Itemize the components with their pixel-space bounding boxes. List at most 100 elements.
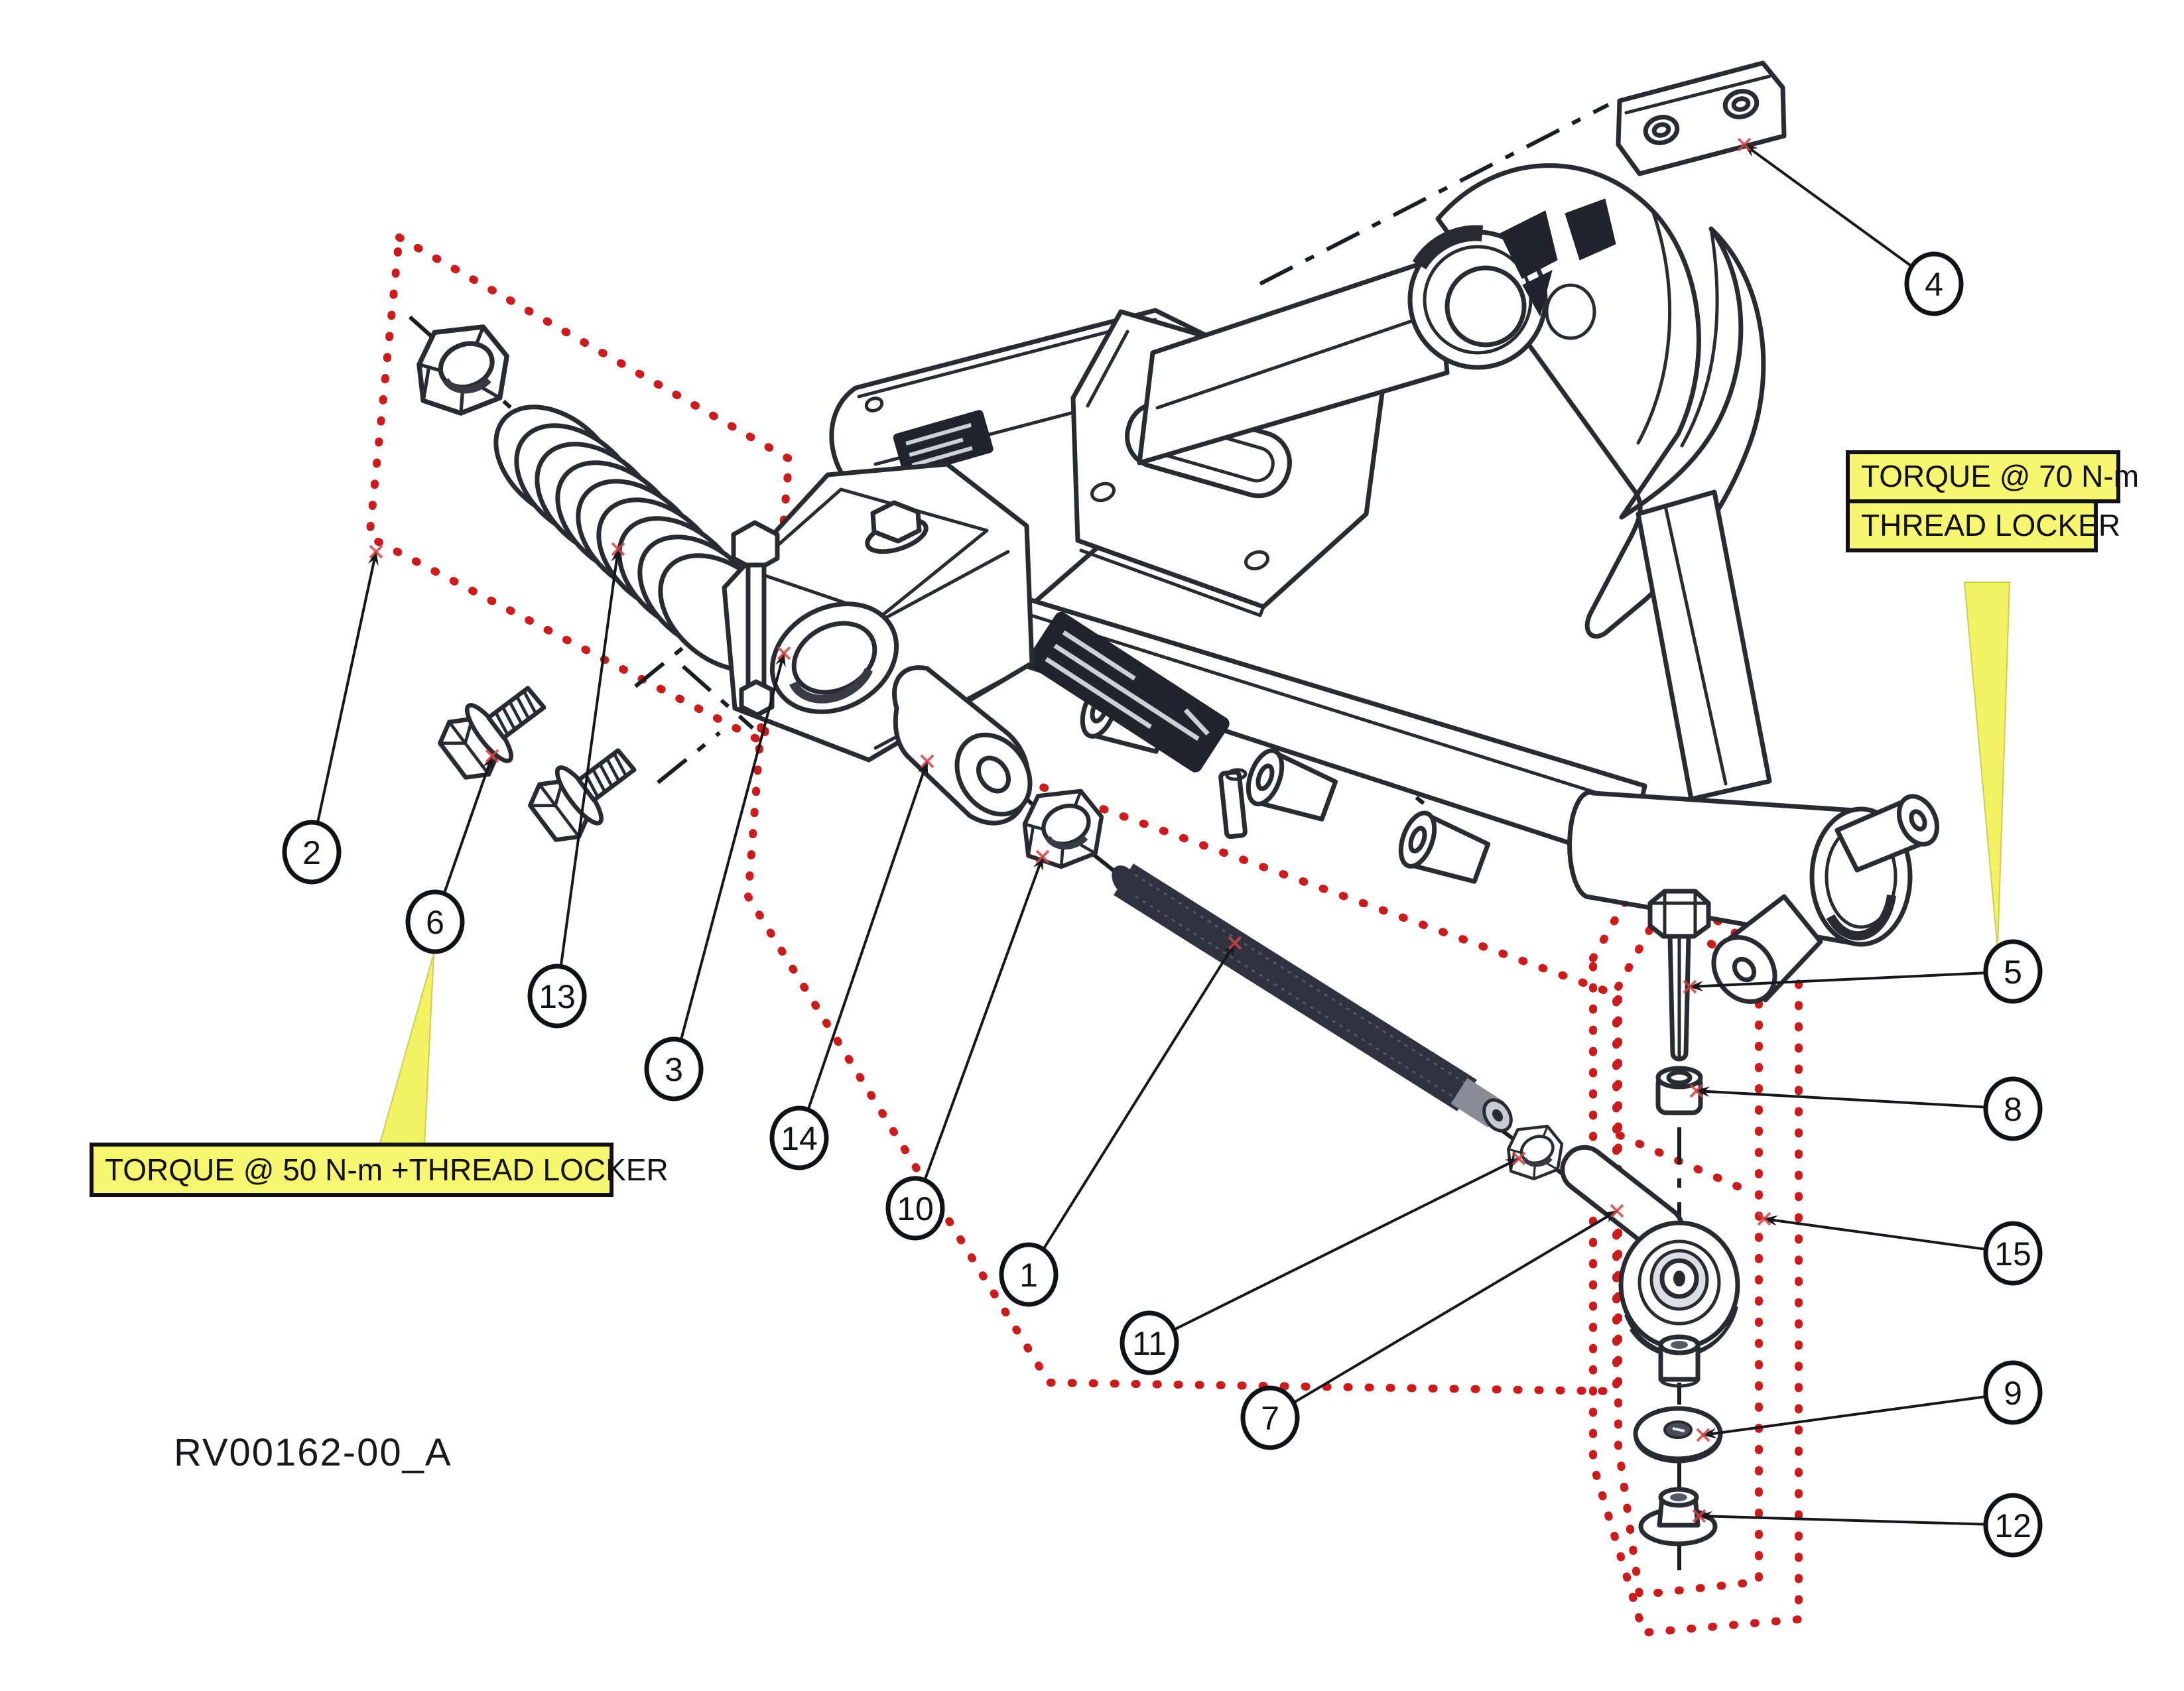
- callout-13: 13: [527, 964, 587, 1029]
- long-bolt: [1647, 889, 1711, 1062]
- torque-70-box-line2: [1846, 499, 2098, 552]
- torque50-leader-wedge: [378, 953, 434, 1146]
- callout-8: 8: [1983, 1076, 2043, 1141]
- callout-2: 2: [282, 820, 342, 885]
- coil-spring: [493, 405, 785, 672]
- callout-3: 3: [644, 1036, 704, 1101]
- callout-circle-10: [885, 1176, 945, 1241]
- drawing-number: RV00162-00_A: [174, 1431, 452, 1474]
- spacer: [1658, 1334, 1701, 1388]
- threaded-rod: [1112, 863, 1513, 1133]
- callout-circle-14: [769, 1105, 829, 1170]
- callout-15: 15: [1983, 1221, 2043, 1286]
- leader-line-13: [559, 548, 622, 967]
- exploded-parts: [419, 327, 1740, 1546]
- callout-12: 12: [1983, 1493, 2043, 1558]
- callout-number-9: 9: [2004, 1375, 2022, 1412]
- callout-number-12: 12: [1994, 1507, 2031, 1544]
- leader-target-mark-5: [1683, 979, 1697, 994]
- region-damper-group: [365, 233, 793, 747]
- leader-line-8: [1695, 1086, 1986, 1109]
- leader-target-mark-12: [1692, 1509, 1706, 1523]
- callout-number-11: 11: [1132, 1325, 1167, 1362]
- leader-target-mark-3: [777, 646, 791, 660]
- torque70-leader-wedge: [1963, 582, 2011, 950]
- leader-target-mark-13: [611, 542, 625, 556]
- hex-nut-mid: [1025, 791, 1102, 867]
- leader-line-12: [1698, 1511, 1986, 1526]
- region-bolt-column-outer: [1589, 866, 1803, 1637]
- leader-target-mark-10: [1035, 849, 1050, 864]
- leader-line-3: [679, 652, 786, 1041]
- callout-circle-13: [527, 964, 587, 1029]
- torque-70-text-line2: THREAD LOCKER: [1861, 508, 2120, 542]
- callout-number-6: 6: [426, 904, 444, 941]
- callout-circle-8: [1983, 1076, 2043, 1141]
- leader-target-mark-11: [1511, 1151, 1526, 1166]
- hex-nut-small: [1508, 1126, 1562, 1178]
- torque-70-label: TORQUE @ 70 N-m THREAD LOCKER: [1846, 450, 2139, 552]
- leader-target-mark-8: [1689, 1084, 1704, 1098]
- leader-line-10: [923, 855, 1044, 1181]
- callout-number-1: 1: [1019, 1257, 1038, 1294]
- callout-circle-11: [1120, 1310, 1179, 1375]
- leader-line-15: [1763, 1215, 1986, 1251]
- frame-sticker-large: [1027, 611, 1230, 773]
- leader-line-9: [1702, 1395, 1986, 1439]
- callout-number-2: 2: [302, 834, 321, 871]
- leader-line-2: [316, 550, 379, 824]
- callout-circle-12: [1983, 1493, 2043, 1558]
- hex-nut-large: [419, 327, 507, 413]
- callout-number-8: 8: [2004, 1091, 2022, 1128]
- callout-circle-5: [1983, 939, 2043, 1004]
- leader-line-5: [1689, 971, 1986, 992]
- callout-9: 9: [1983, 1360, 2043, 1425]
- callout-circle-1: [999, 1242, 1059, 1307]
- leader-line-11: [1173, 1157, 1520, 1331]
- callout-7: 7: [1240, 1385, 1300, 1450]
- callout-6: 6: [405, 889, 465, 954]
- callout-circle-15: [1983, 1221, 2043, 1286]
- torque-50-box: [90, 1143, 613, 1197]
- callout-circle-6: [405, 889, 465, 954]
- torque-50-text: TORQUE @ 50 N-m +THREAD LOCKER: [105, 1153, 669, 1187]
- leader-target-mark-9: [1696, 1428, 1710, 1442]
- leader-line-7: [1293, 1210, 1618, 1404]
- callout-number-3: 3: [665, 1051, 683, 1088]
- frame-pin: [1218, 768, 1248, 840]
- leader-target-mark-15: [1757, 1212, 1771, 1226]
- callout-number-7: 7: [1261, 1400, 1279, 1437]
- callout-circle-7: [1240, 1385, 1300, 1450]
- leader-target-mark-1: [1228, 936, 1242, 950]
- mounting-plate: [1616, 60, 1787, 176]
- callout-5: 5: [1983, 939, 2043, 1004]
- leader-target-mark-7: [1610, 1204, 1624, 1218]
- callout-leaders: [316, 137, 1986, 1526]
- leader-target-mark-6: [485, 749, 499, 763]
- flange-bolt-a: [432, 670, 557, 788]
- flange-nut: [1638, 1487, 1718, 1546]
- callout-circle-4: [1904, 251, 1964, 316]
- leader-line-6: [442, 755, 493, 895]
- callout-1: 1: [999, 1242, 1059, 1307]
- bushing: [892, 665, 1033, 826]
- callout-number-4: 4: [1925, 266, 1943, 303]
- callout-circle-2: [282, 820, 342, 885]
- torque-70-text-line1: TORQUE @ 70 N-m: [1861, 459, 2139, 493]
- callout-number-5: 5: [2004, 954, 2022, 991]
- leader-target-mark-4: [1737, 137, 1752, 152]
- leader-line-4: [1743, 143, 1913, 267]
- frame-sticker-small: [893, 410, 994, 477]
- callout-11: 11: [1120, 1310, 1179, 1375]
- torque-70-box-line1: [1846, 450, 2120, 503]
- callout-number-15: 15: [1994, 1235, 2031, 1273]
- leader-line-14: [806, 760, 929, 1111]
- callout-10: 10: [885, 1176, 945, 1241]
- callout-4: 4: [1904, 251, 1964, 316]
- callout-14: 14: [769, 1105, 829, 1170]
- leader-line-1: [1042, 942, 1236, 1250]
- callout-number-13: 13: [539, 978, 576, 1015]
- callout-number-14: 14: [781, 1120, 818, 1157]
- torque-50-label: TORQUE @ 50 N-m +THREAD LOCKER: [90, 1143, 669, 1197]
